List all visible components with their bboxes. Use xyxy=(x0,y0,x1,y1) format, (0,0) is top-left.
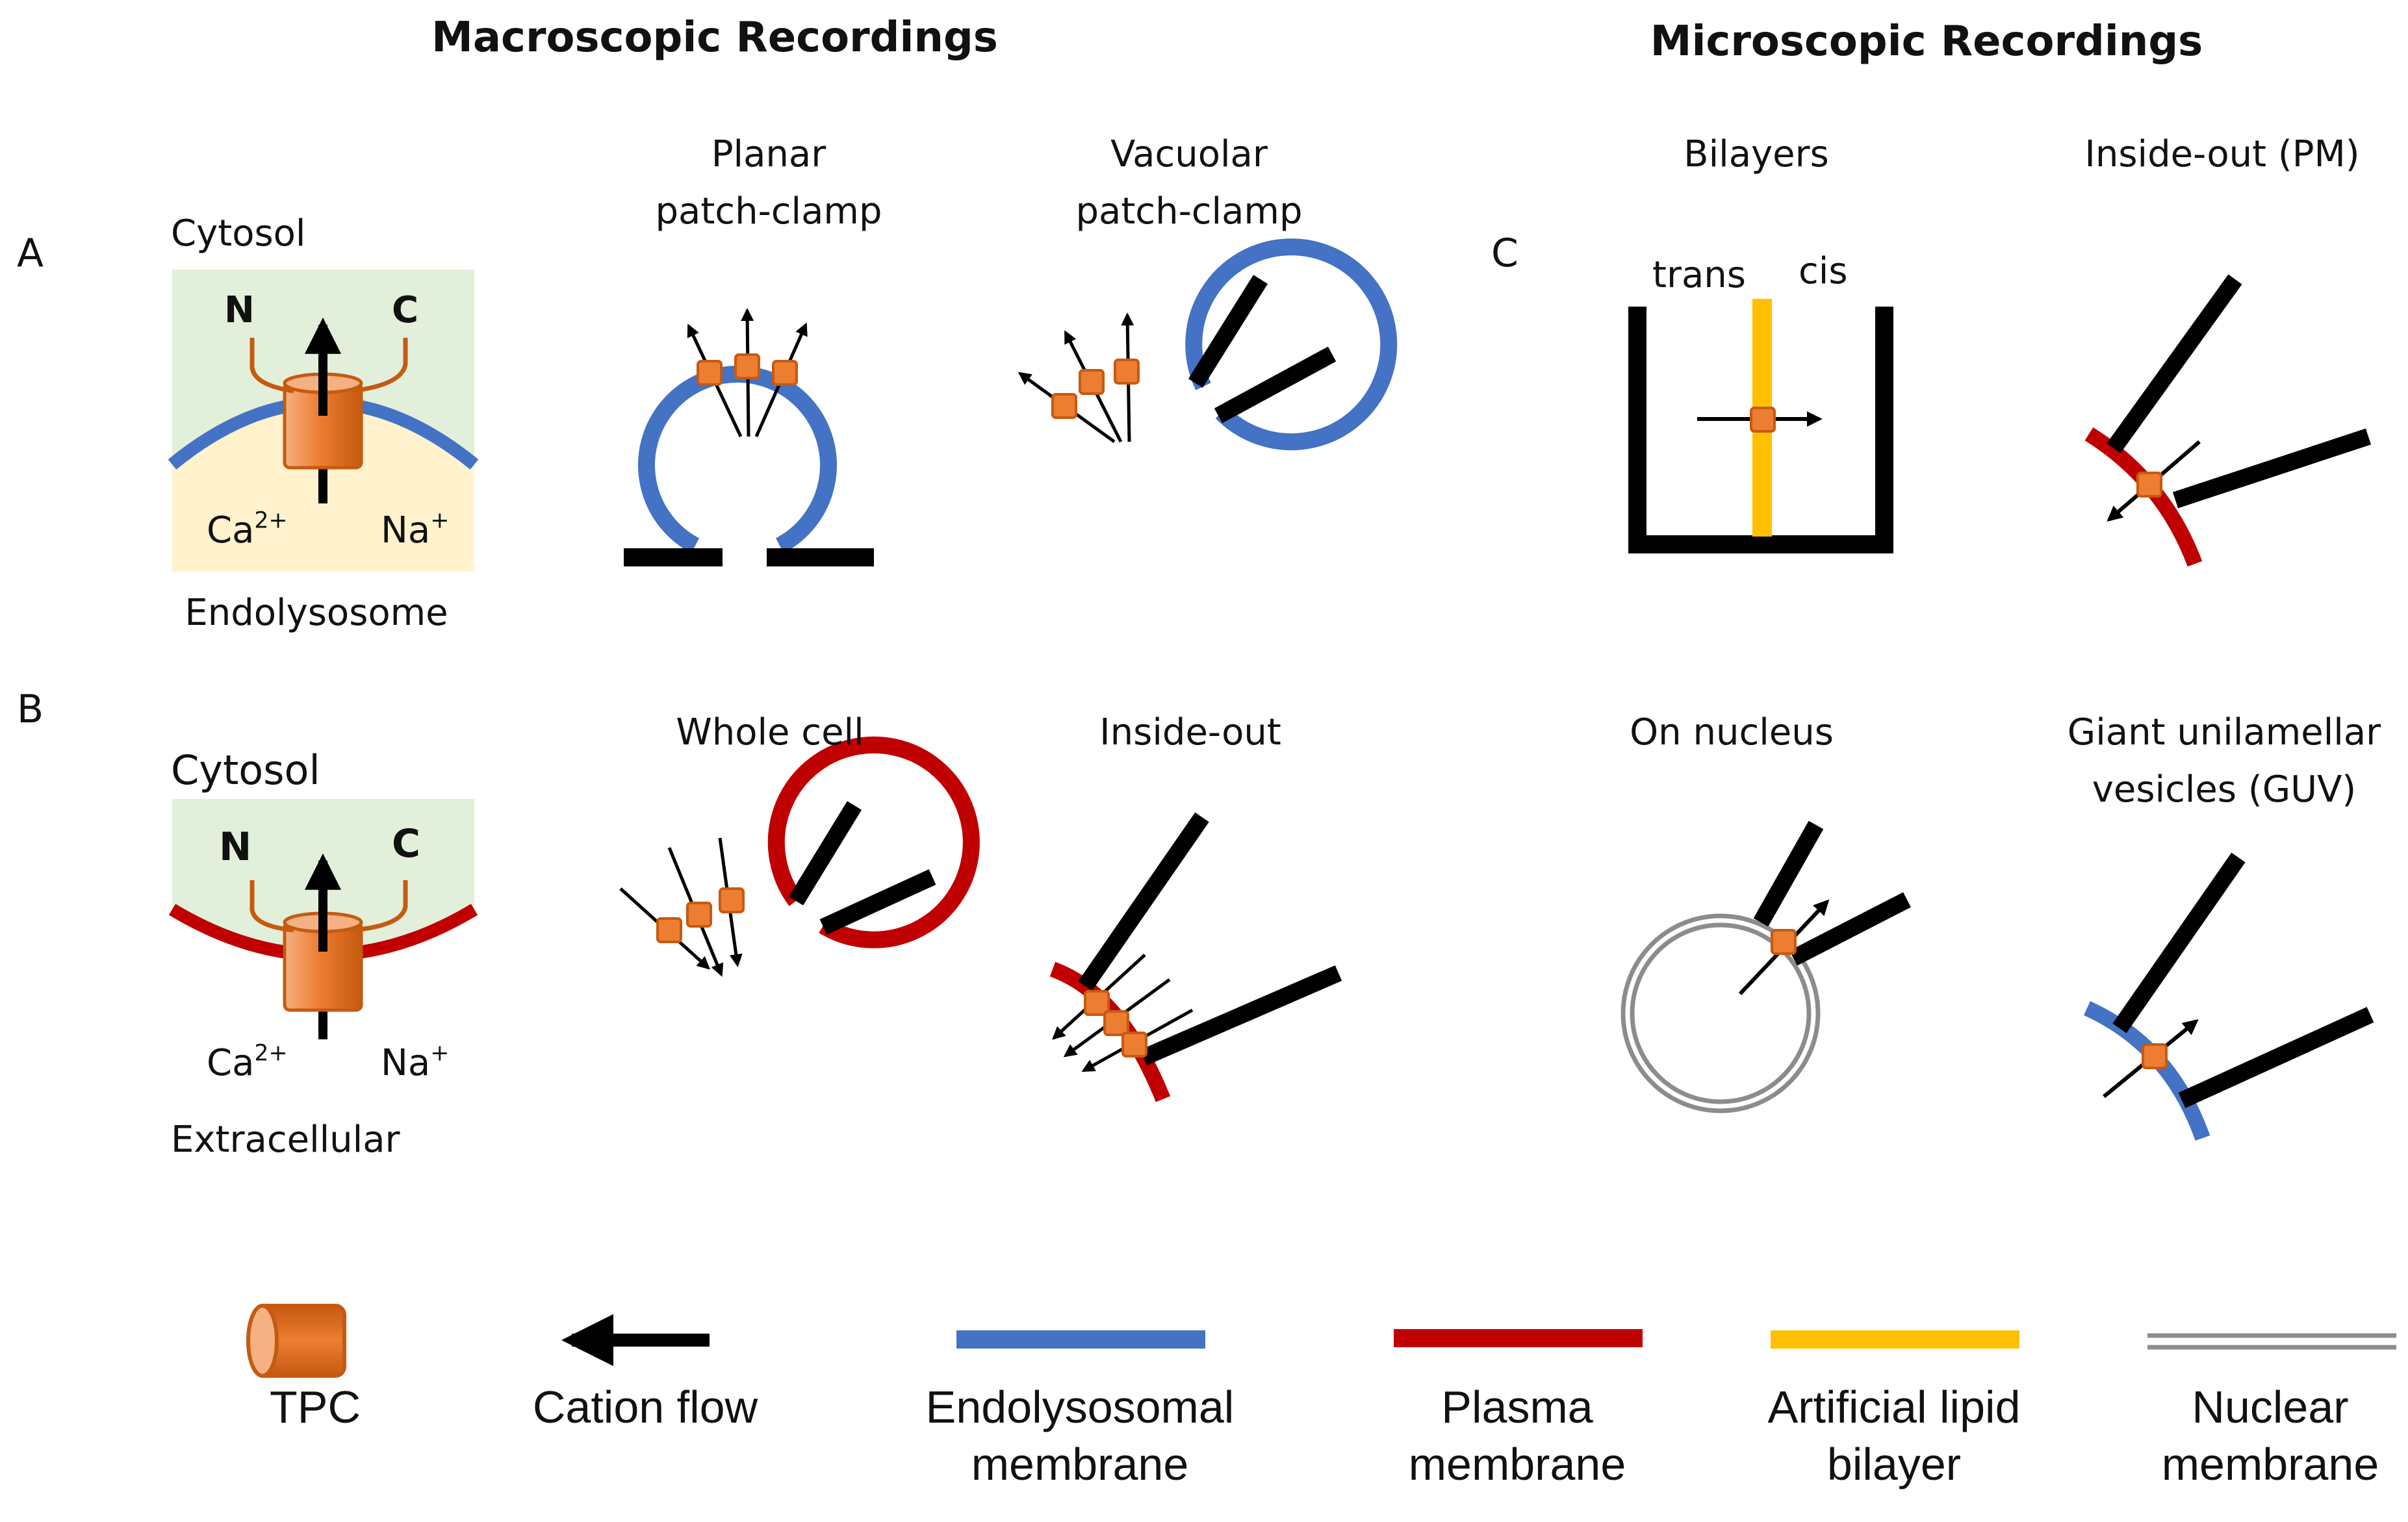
tpc-vacuolar-3 xyxy=(1114,359,1140,385)
legend-plasma-label-2: membrane xyxy=(1408,1439,1626,1490)
cytosol-label-a: Cytosol xyxy=(171,212,306,255)
tpc-vacuolar-2 xyxy=(1079,369,1105,395)
schematic-b xyxy=(168,799,478,1039)
pipette-guv-upper xyxy=(2112,852,2246,1034)
endolysosome-vesicle-vacuolar xyxy=(1185,238,1398,451)
trans-label: trans xyxy=(1652,254,1746,296)
pipette-nucleus-upper xyxy=(1753,820,1824,927)
legend-nuclear-label-1: Nuclear xyxy=(2192,1382,2349,1432)
extracellular-label: Extracellular xyxy=(171,1119,400,1161)
whole-cell-title: Whole cell xyxy=(676,711,864,754)
pipette-whole-lower xyxy=(819,869,936,935)
tpc-whole-3 xyxy=(719,887,745,913)
tpc-bilayer xyxy=(1750,407,1776,433)
legend-tpc-label: TPC xyxy=(270,1382,361,1432)
tpc-whole-1 xyxy=(656,917,682,943)
inside-out-title: Inside-out xyxy=(1099,711,1281,754)
pipette-vacuolar-upper xyxy=(1188,275,1268,388)
cytosol-label-b: Cytosol xyxy=(171,746,320,794)
bilayer-chamber xyxy=(1628,307,1893,553)
tpc-planar-3 xyxy=(772,360,798,386)
pipette-guv-lower xyxy=(2178,1007,2374,1108)
legend-artificial-label-2: bilayer xyxy=(1826,1439,1962,1490)
tpc-vacuolar-1 xyxy=(1051,393,1077,419)
tpc-planar-1 xyxy=(697,360,723,386)
pipette-vacuolar-lower xyxy=(1214,346,1337,424)
endolysosome-vesicle-planar xyxy=(638,366,837,553)
tpc-pm xyxy=(2136,472,2162,498)
c-terminus-a xyxy=(352,338,408,394)
c-terminus-label-a: C xyxy=(392,289,419,331)
bilayers-title: Bilayers xyxy=(1684,133,1829,175)
legend-plasma-label-1: Plasma xyxy=(1441,1382,1593,1432)
planar-title-line2: patch-clamp xyxy=(655,190,882,233)
inside-out-pm-title: Inside-out (PM) xyxy=(2084,133,2360,175)
nuclear-envelope-outer xyxy=(1620,913,1821,1113)
inside-out-diagram xyxy=(1049,812,1342,1102)
pipette-pm-upper xyxy=(2107,274,2242,453)
guv-title-line2: vesicles (GUV) xyxy=(2092,768,2357,811)
n-terminus-label-b: N xyxy=(219,824,252,870)
pipette-whole-upper xyxy=(788,801,862,906)
macroscopic-heading: Macroscopic Recordings xyxy=(431,14,998,62)
n-terminus-b xyxy=(250,880,294,933)
tpc-planar-2 xyxy=(734,353,760,379)
pipette-io-lower xyxy=(1140,965,1342,1065)
tpc-io-2 xyxy=(1103,1010,1129,1036)
legend-cation-flow-label: Cation flow xyxy=(532,1382,758,1432)
panel-label-b: B xyxy=(17,687,44,732)
cis-label: cis xyxy=(1799,250,1848,292)
legend-tpc-icon xyxy=(246,1304,346,1378)
legend-endolysosomal-label-1: Endolysosomal xyxy=(925,1382,1235,1432)
planar-title-line1: Planar xyxy=(711,133,826,175)
ion-label-ca-a: Ca2+ xyxy=(207,507,288,552)
vacuolar-title-line1: Vacuolar xyxy=(1110,133,1268,175)
ion-label-na-a: Na+ xyxy=(381,507,450,552)
vacuolar-patch-clamp-diagram xyxy=(1018,238,1398,451)
legend-artificial-label-1: Artificial lipid xyxy=(1767,1382,2021,1432)
planar-patch-clamp-diagram xyxy=(624,308,874,566)
bilayer-diagram xyxy=(1628,299,1893,553)
panel-label-a: A xyxy=(17,231,44,276)
whole-cell-diagram xyxy=(619,736,980,977)
pipette-io-upper xyxy=(1078,812,1209,991)
panel-label-c: C xyxy=(1491,231,1518,276)
schematic-a xyxy=(168,270,479,572)
tpc-io-3 xyxy=(1121,1032,1147,1058)
tpc-whole-2 xyxy=(686,902,712,928)
pipette-pm-lower xyxy=(2172,428,2372,509)
n-terminus-label-a: N xyxy=(224,289,255,331)
on-nucleus-title: On nucleus xyxy=(1630,711,1834,754)
cell-plasma-membrane-whole xyxy=(767,736,980,948)
nuclear-envelope-inner xyxy=(1630,922,1812,1104)
c-terminus-label-b: C xyxy=(392,821,421,867)
vacuolar-title-line2: patch-clamp xyxy=(1075,190,1303,233)
endolysosome-label: Endolysosome xyxy=(185,592,448,634)
tpc-io-1 xyxy=(1084,990,1110,1016)
ion-label-na-b: Na+ xyxy=(381,1040,450,1084)
on-nucleus-diagram xyxy=(1620,820,1911,1113)
ion-label-ca-b: Ca2+ xyxy=(207,1040,288,1084)
guv-diagram xyxy=(2084,852,2374,1141)
legend-nuclear-label-2: membrane xyxy=(2161,1439,2379,1490)
guv-title-line1: Giant unilamellar xyxy=(2067,711,2381,754)
legend-endolysosomal-label-2: membrane xyxy=(971,1439,1189,1490)
n-terminus-a xyxy=(250,338,294,394)
c-terminus-b xyxy=(352,880,408,933)
pipette-nucleus-lower xyxy=(1789,892,1911,966)
tpc-guv xyxy=(2142,1043,2168,1069)
tpc-nucleus xyxy=(1771,929,1797,955)
microscopic-heading: Microscopic Recordings xyxy=(1650,18,2203,66)
inside-out-pm-diagram xyxy=(2084,274,2372,567)
